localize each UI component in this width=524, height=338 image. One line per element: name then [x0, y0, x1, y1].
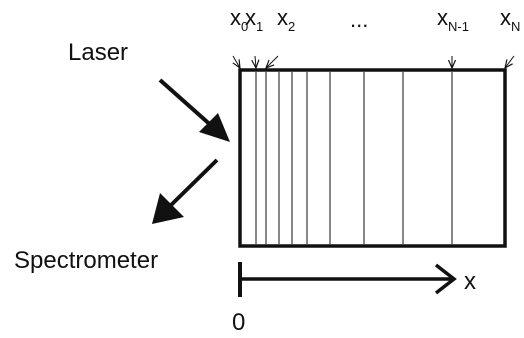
- position-label-x1: x1: [245, 5, 263, 34]
- pointer-arrow-x2: [266, 55, 279, 68]
- x-axis-arrowhead: [434, 263, 457, 295]
- origin-label: 0: [232, 309, 245, 336]
- spectrometer-label: Spectrometer: [14, 247, 158, 274]
- laser-arrow-shaft: [158, 78, 216, 130]
- spectrometer-arrow-head: [152, 193, 184, 224]
- position-label-xN-1: xN-1: [437, 5, 469, 34]
- pointer-arrow-x1: [255, 55, 256, 68]
- position-label-xN: xN: [500, 5, 520, 34]
- pointer-arrow-xN: [505, 55, 515, 68]
- spectrometer-arrow-shaft: [164, 158, 219, 212]
- layer-boundaries: [255, 72, 453, 244]
- laser-label: Laser: [68, 39, 128, 66]
- pointer-arrow-x0: [233, 55, 240, 68]
- x-axis-label: x: [464, 268, 476, 295]
- sample-slab: [238, 68, 507, 248]
- position-label-x0: x0: [230, 5, 248, 34]
- laser-arrow-head: [199, 113, 230, 142]
- ellipsis-label: ...: [350, 7, 368, 32]
- position-label-x2: x2: [277, 5, 295, 34]
